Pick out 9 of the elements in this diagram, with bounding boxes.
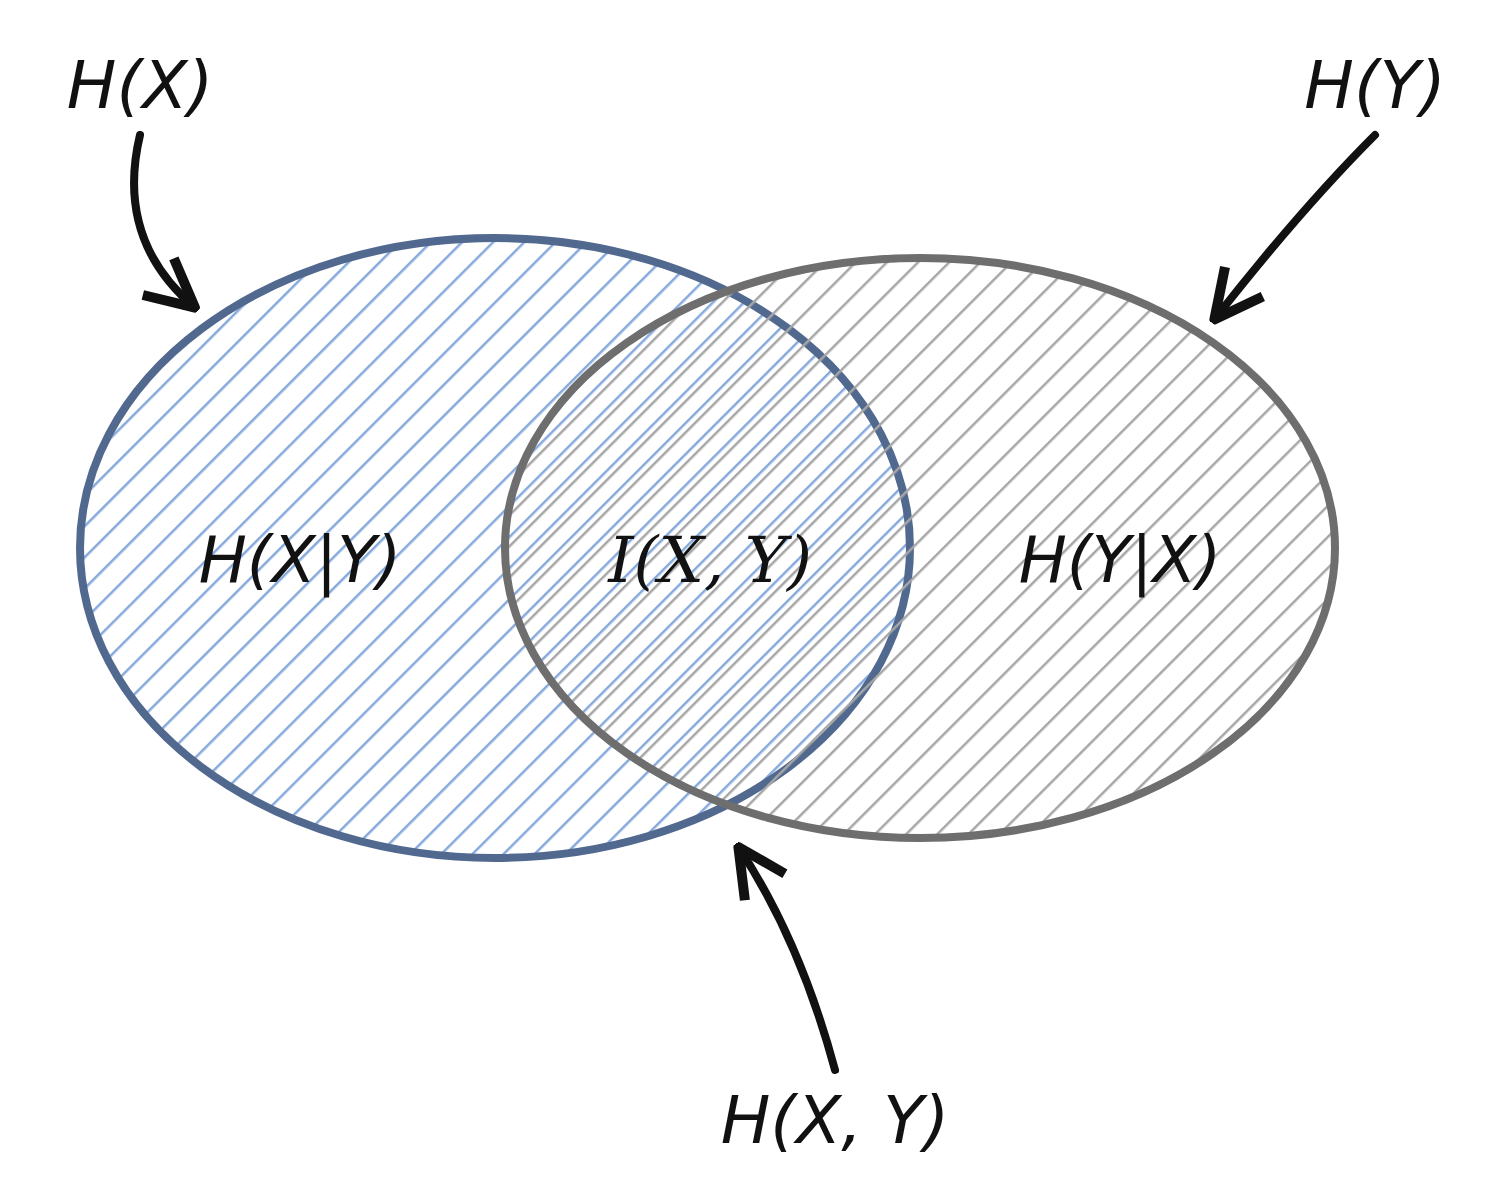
arrow	[1209, 131, 1379, 325]
region-label: I(X, Y)	[608, 523, 812, 597]
entropy-label: H(X, Y)	[720, 1081, 950, 1159]
arrow	[733, 842, 839, 1074]
entropy-label: H(Y)	[1304, 46, 1446, 124]
region-label: H(Y|X)	[1018, 523, 1222, 597]
entropy-label: H(X)	[66, 46, 214, 124]
region-label: H(X|Y)	[198, 523, 402, 597]
arrow	[130, 131, 200, 313]
